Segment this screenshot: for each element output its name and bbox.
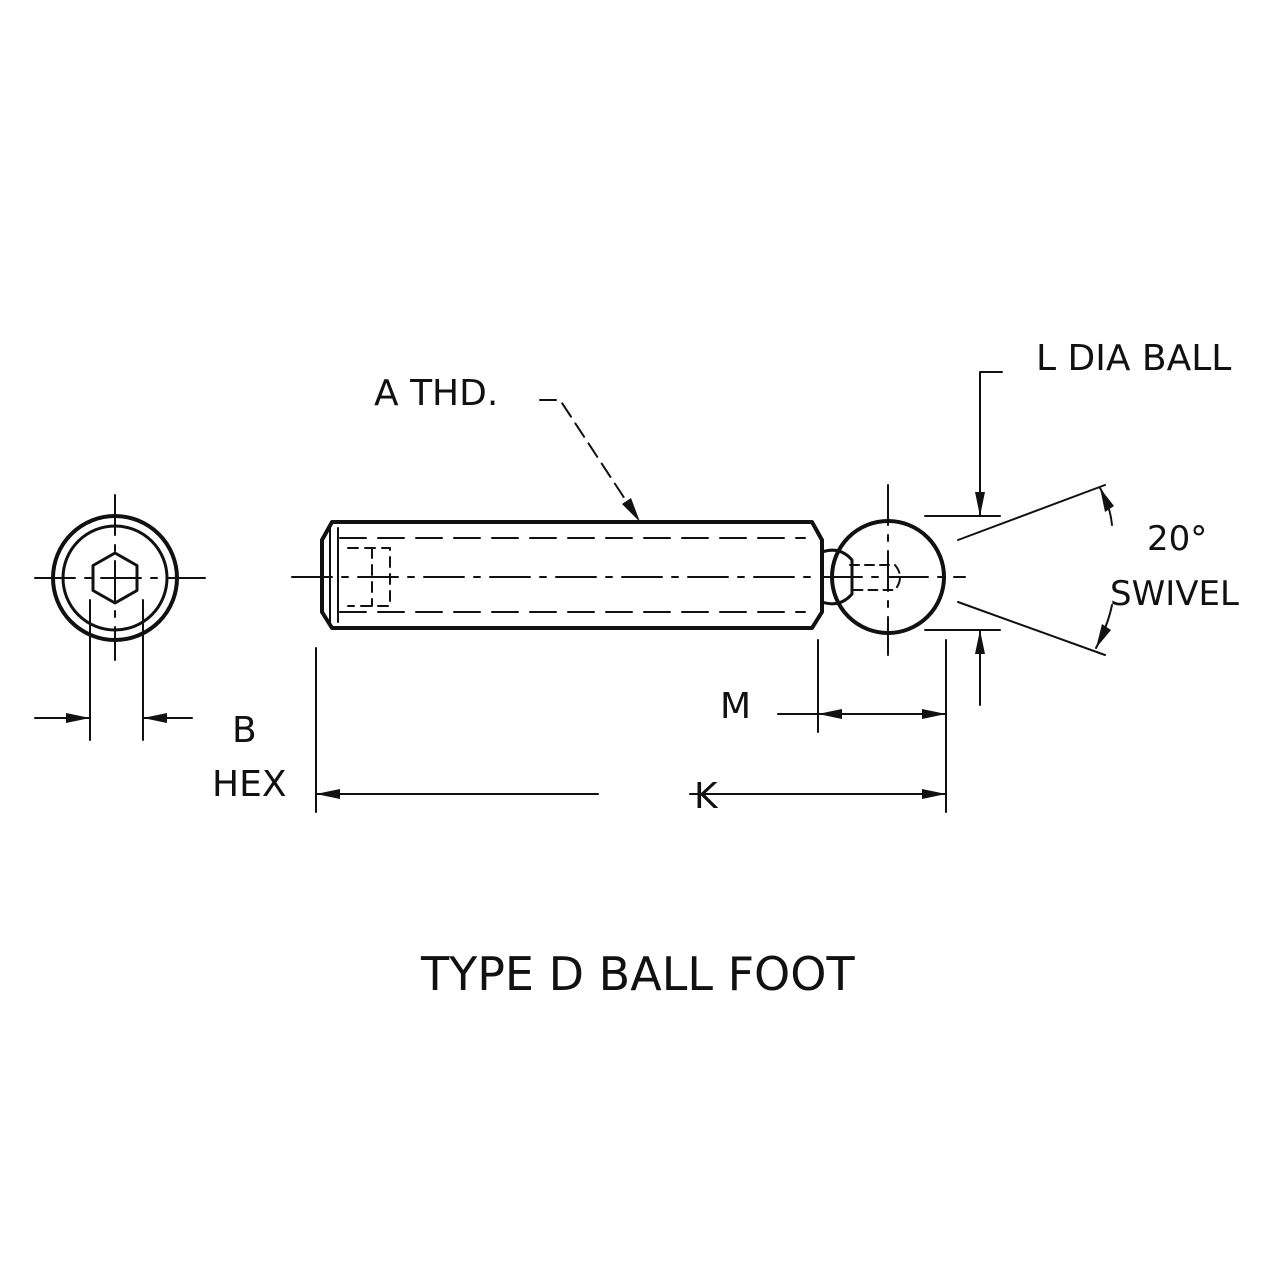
ball-arrow-top — [975, 492, 985, 516]
swivel-line-bottom — [957, 601, 1106, 656]
swivel-dimension — [957, 484, 1114, 656]
ball-dim-leader-top — [979, 371, 1003, 517]
thread-label: A THD. — [374, 373, 498, 414]
hex-arrow-right — [143, 713, 167, 723]
m-arrow-left — [818, 709, 842, 719]
swivel-text-label: SWIVEL — [1110, 574, 1239, 614]
m-arrow-right — [922, 709, 946, 719]
swivel-angle-label: 20° — [1147, 519, 1207, 559]
hex-b-label: B — [232, 710, 257, 751]
ball-dia-dimension — [924, 371, 1003, 706]
swivel-arrow-bottom — [1096, 624, 1111, 648]
hex-arrow-left — [66, 713, 90, 723]
ball-foot — [820, 484, 966, 656]
hex-text-label: HEX — [212, 764, 286, 805]
diagram-title: TYPE D BALL FOOT — [420, 947, 855, 1001]
thread-leader-line — [539, 399, 641, 523]
ball-stem-hidden — [849, 564, 901, 591]
ball-dia-label: L DIA BALL — [1036, 338, 1231, 379]
hex-socket — [91, 551, 139, 605]
swivel-line-top — [957, 484, 1106, 541]
screw-outline — [320, 520, 824, 630]
k-dimension — [315, 647, 947, 813]
screw-body — [291, 520, 824, 630]
thread-leader-arrow — [622, 498, 640, 522]
ball-arrow-bottom — [975, 630, 985, 654]
k-arrow-right — [922, 789, 946, 799]
swivel-arrow-top — [1100, 488, 1114, 512]
m-dimension — [777, 639, 947, 813]
thread-leader — [539, 399, 641, 523]
k-arrow-left — [316, 789, 340, 799]
m-label: M — [720, 686, 751, 727]
end-view — [34, 494, 206, 741]
k-label: K — [694, 776, 719, 817]
